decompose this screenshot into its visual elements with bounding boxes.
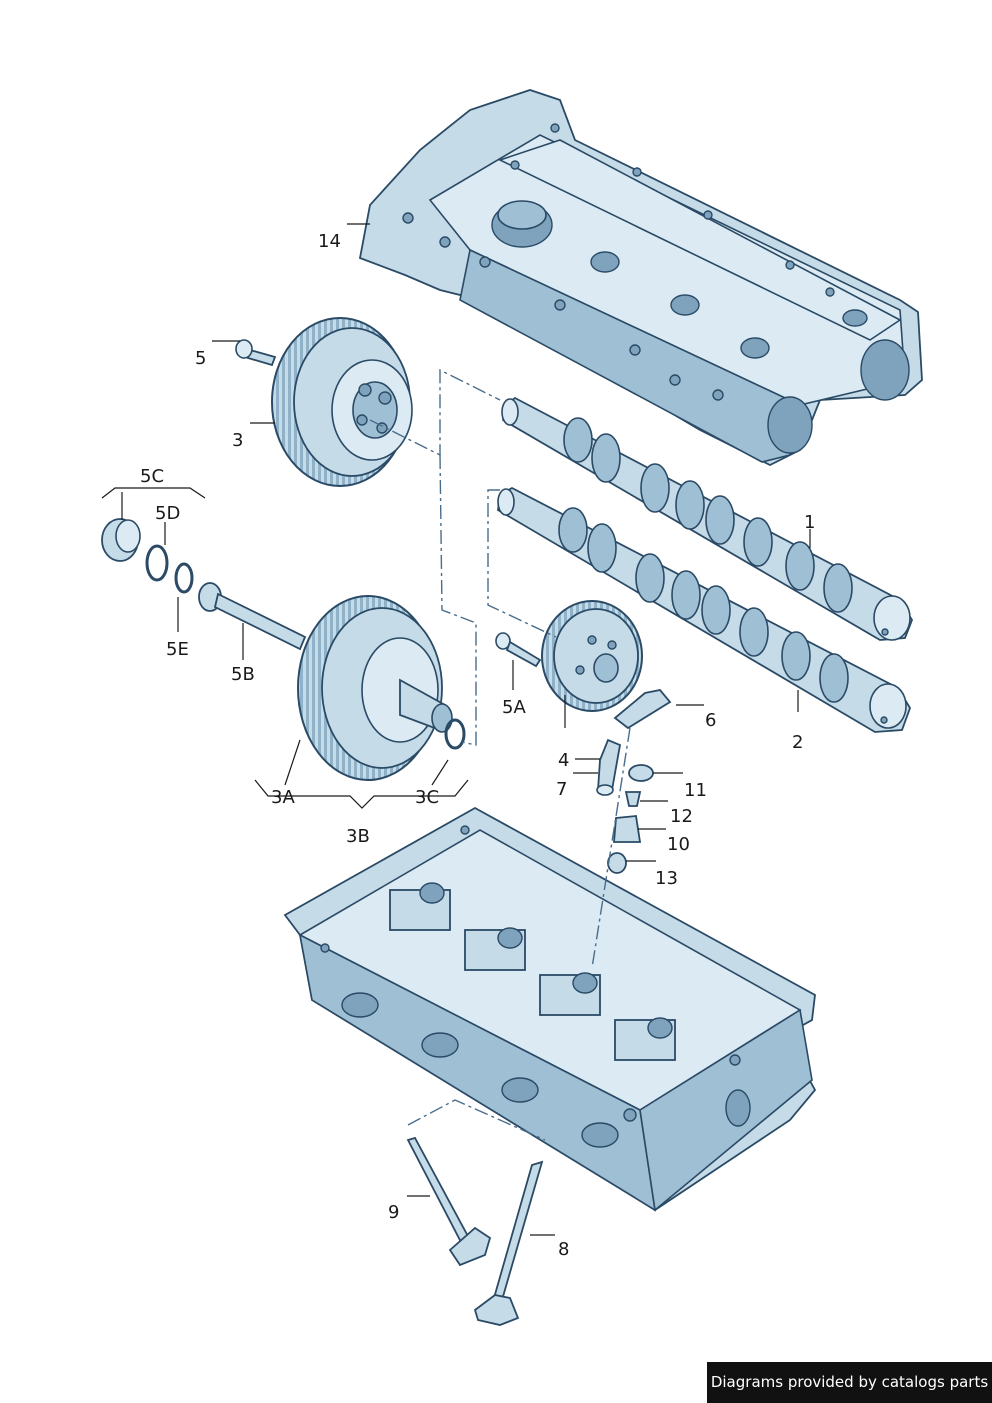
valve-9 [406,1136,492,1267]
dash-line-valve [591,727,631,969]
valve-8 [473,1160,544,1326]
leader-lines [101,223,811,1236]
label-1: 1 [804,512,815,533]
label-7: 7 [556,779,567,800]
camshaft-exhaust [501,396,913,641]
label-5d: 5D [155,503,180,524]
label-5: 5 [195,348,206,369]
label-6: 6 [705,710,716,731]
dash-line-valves [407,1099,546,1141]
label-5c: 5C [140,466,164,487]
o-ring-5d [145,544,169,582]
spring-seat-11 [628,764,654,782]
stem-seal-13 [607,852,627,874]
dash-line-3 [369,368,501,457]
roller-rocker-6 [613,689,672,730]
label-3c: 3C [415,787,439,808]
bolt-5 [235,339,277,367]
dash-line-5a [487,489,557,638]
label-3a: 3A [271,787,295,808]
credit-banner: Diagrams provided by catalogs parts [707,1362,992,1403]
label-2: 2 [792,732,803,753]
label-9: 9 [388,1202,399,1223]
cylinder-head-cover [358,89,923,467]
label-10: 10 [667,834,690,855]
label-12: 12 [670,806,693,827]
bolt-5b [198,582,307,651]
o-ring-3c [444,718,466,750]
label-4: 4 [558,750,569,771]
hydraulic-lifter-7 [596,738,622,796]
label-14: 14 [318,231,341,252]
cotter-12 [624,791,642,807]
label-5a: 5A [502,697,526,718]
sprocket-5a [541,600,643,712]
label-5e: 5E [166,639,189,660]
label-8: 8 [558,1239,569,1260]
label-3: 3 [232,430,243,451]
cylinder-head [283,806,817,1212]
bolt-near-5a [495,632,542,668]
camshaft-adjuster [297,595,453,781]
label-5b: 5B [231,664,255,685]
camshaft-intake [497,486,911,733]
label-11: 11 [684,780,707,801]
valve-spring-10 [613,815,642,843]
label-3b: 3B [346,826,370,847]
o-ring-5e [174,562,194,594]
dash-line-3a [439,454,477,746]
cap-5c [101,518,141,562]
camshaft-sprocket [271,317,413,487]
label-13: 13 [655,868,678,889]
